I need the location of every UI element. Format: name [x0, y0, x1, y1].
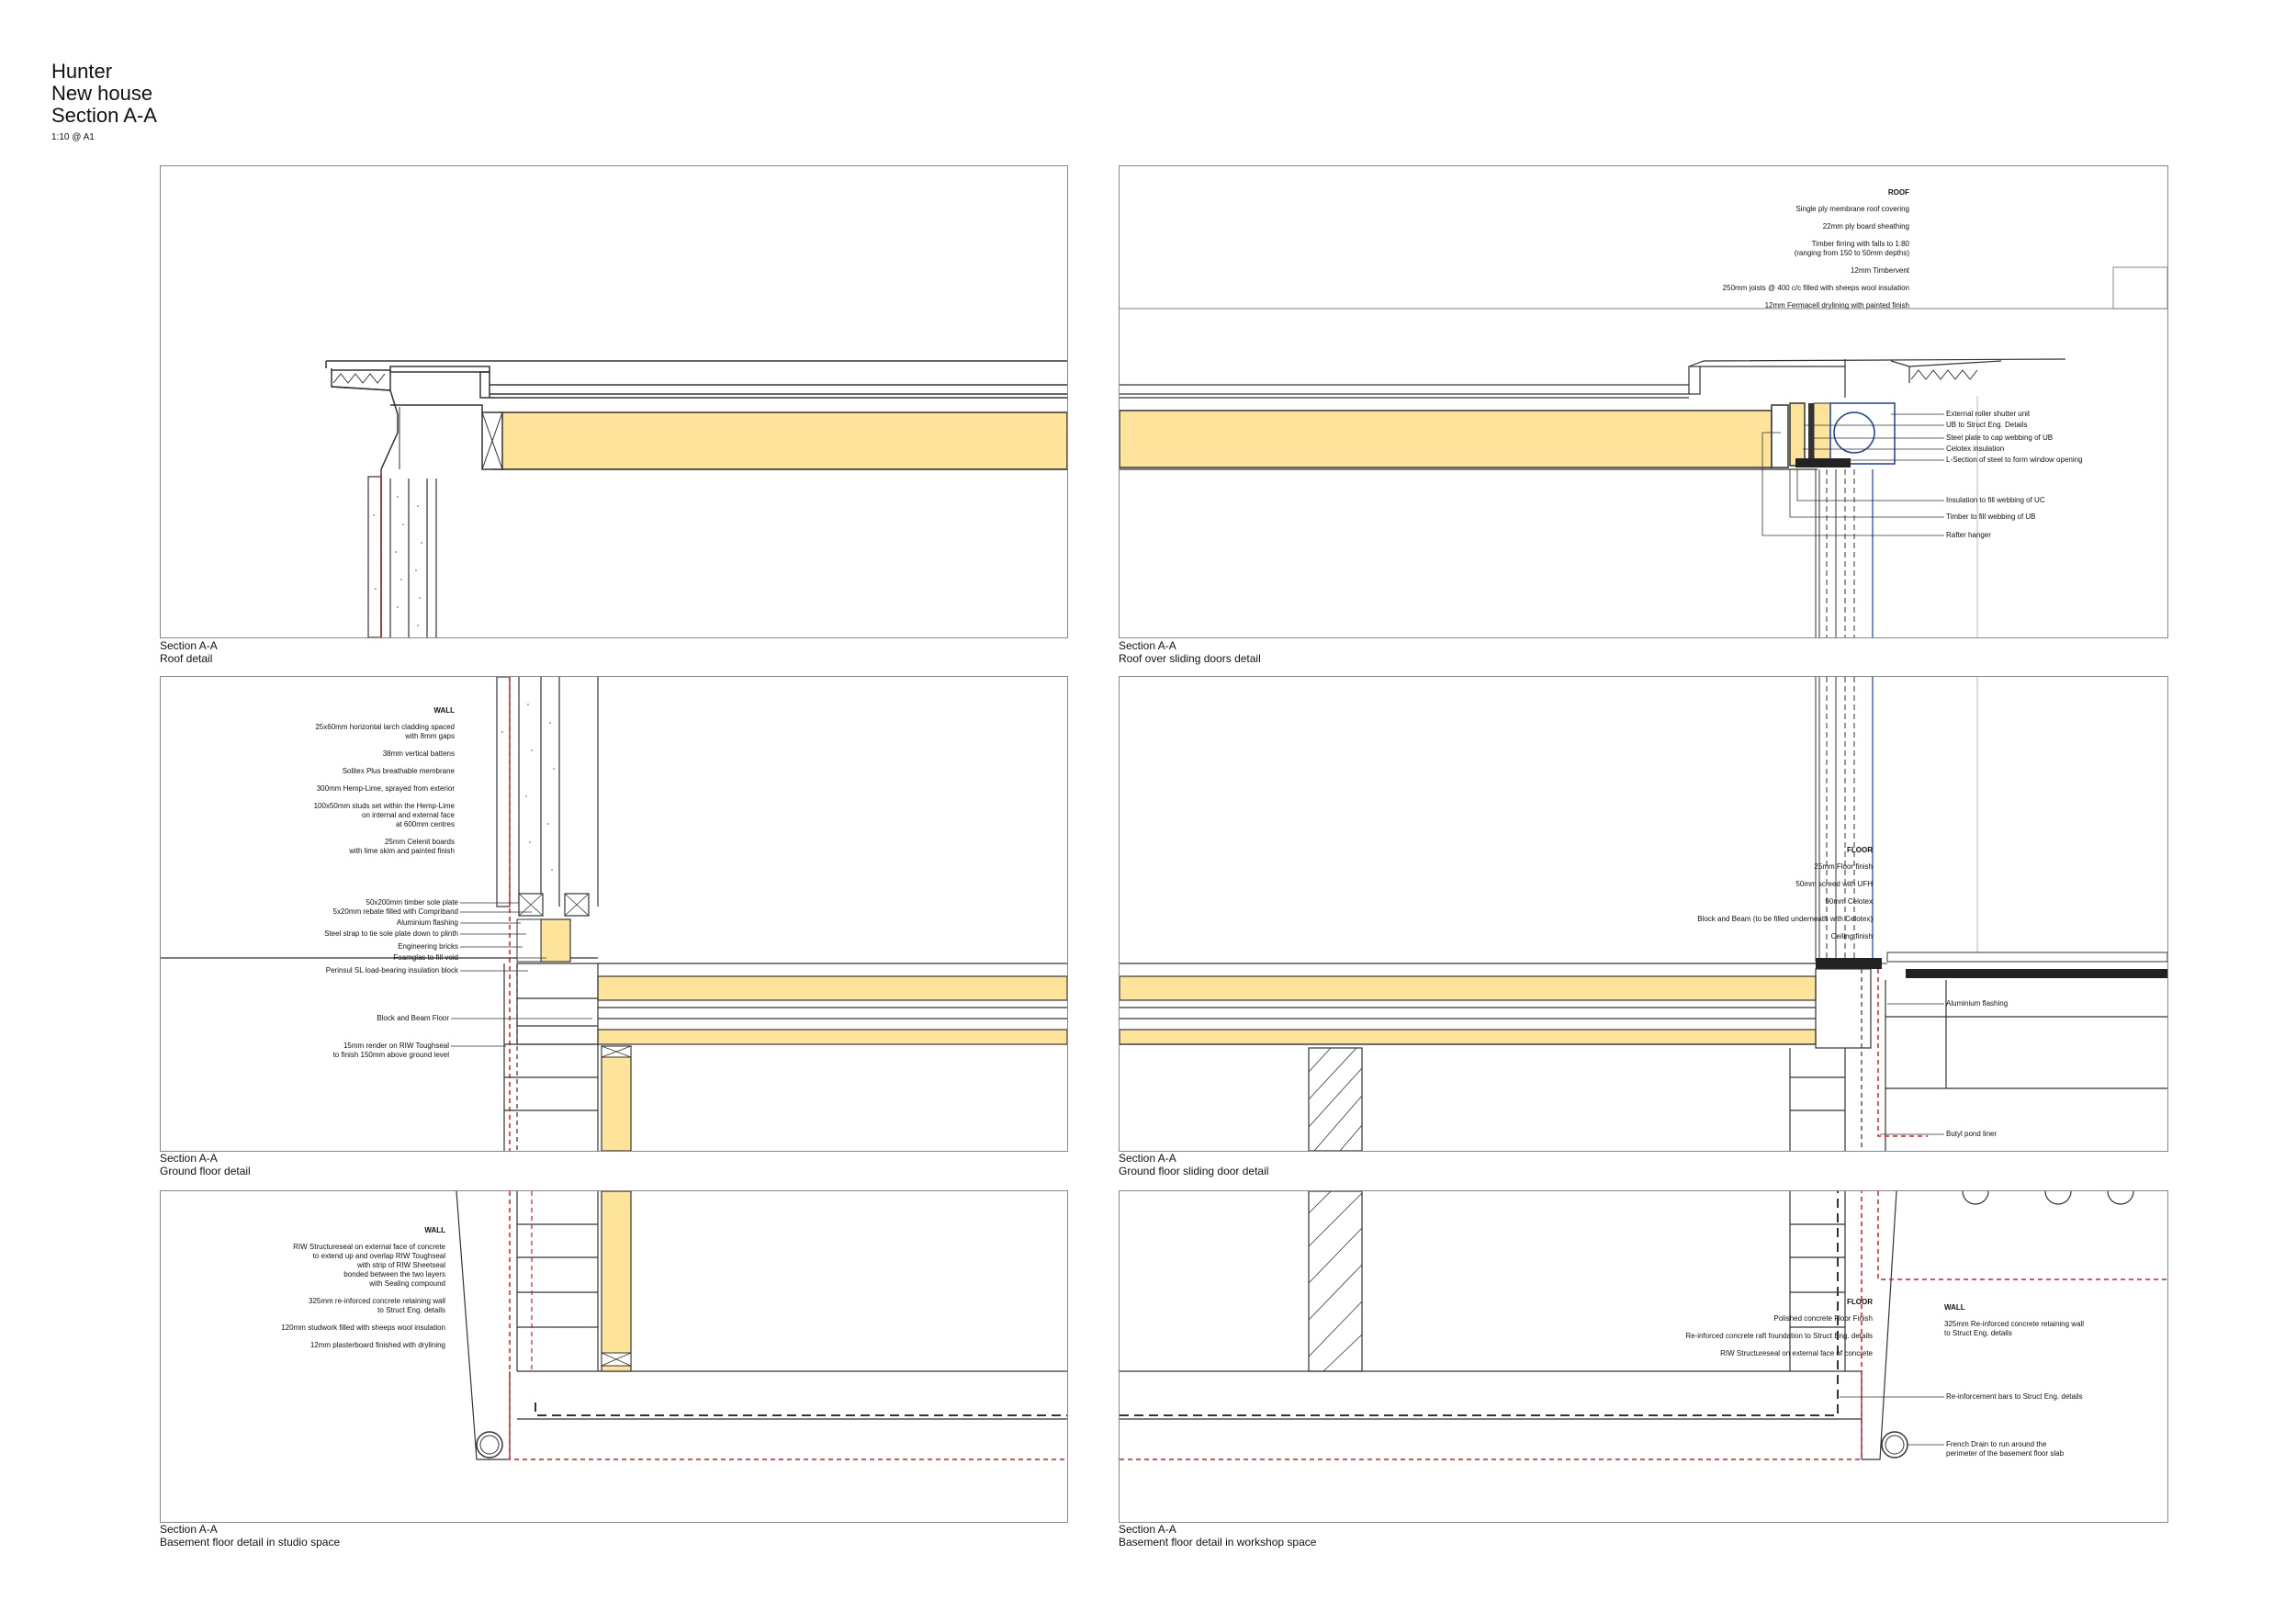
floor-notes-heading: FLOOR [1847, 846, 1873, 854]
wall-note-5: 100x50mm studs set within the Hemp-Lime … [313, 802, 455, 828]
workshop-wall-heading: WALL [1944, 1303, 1965, 1312]
roof-leader-8: Rafter hanger [1946, 531, 1991, 539]
caption-roof-doors: Section A-A Roof over sliding doors deta… [1119, 639, 1261, 665]
roof-leader-2: UB to Struct Eng. Details [1946, 421, 2028, 429]
roof-leader-5: L-Section of steel to form window openin… [1946, 456, 2083, 464]
caption-ground-floor-line1: Section A-A [160, 1152, 218, 1165]
caption-ground-floor: Section A-A Ground floor detail [160, 1152, 251, 1177]
panel-roof-doors-detail: ROOF Single ply membrane roof covering 2… [1119, 165, 2168, 638]
roof-note-5: 250mm joists @ 400 c/c filled with sheep… [1722, 284, 1909, 292]
ground-leader-8: Block and Beam Floor [377, 1014, 449, 1022]
caption-basement-workshop: Section A-A Basement floor detail in wor… [1119, 1523, 1316, 1549]
roof-leader-3: Steel plate to cap webbing of UB [1946, 434, 2054, 442]
workshop-note-3: RIW Structureseal on external face of co… [1720, 1349, 1873, 1357]
roof-note-1: Single ply membrane roof covering [1795, 205, 1909, 213]
caption-basement-studio-line2: Basement floor detail in studio space [160, 1536, 341, 1549]
caption-basement-workshop-line2: Basement floor detail in workshop space [1119, 1536, 1317, 1549]
ground-leader-4: Steel strap to tie sole plate down to pl… [324, 929, 458, 938]
panel-roof-detail [160, 165, 1068, 638]
workshop-notes-heading: FLOOR [1847, 1298, 1873, 1306]
panel-ground-door-detail: FLOOR 25mm Floor finish 50mm screed with… [1119, 676, 2168, 1152]
caption-basement-studio-line1: Section A-A [160, 1523, 218, 1536]
ground-floor-drawing [161, 677, 1067, 1151]
roof-detail-drawing [325, 360, 1067, 637]
workshop-floor-notes: FLOOR Polished concrete Floor Finish Re-… [1413, 1298, 1873, 1367]
ground-leader-5: Engineering bricks [398, 942, 458, 951]
title-line-2: New house [51, 82, 153, 105]
caption-roof-detail-line1: Section A-A [160, 639, 218, 652]
roof-leader-1: External roller shutter unit [1946, 410, 2031, 418]
basement-studio-drawing [456, 1191, 1067, 1460]
roof-note-4: 12mm Timbervent [1850, 266, 1909, 275]
roof-note-3: Timber firring with falls to 1:80 (rangi… [1794, 240, 1909, 257]
title-line-1: Hunter [51, 60, 113, 83]
workshop-wall-note: 325mm Re-inforced concrete retaining wal… [1944, 1320, 2085, 1337]
wall-note-6: 25mm Celenit boards with lime skim and p… [349, 838, 455, 855]
caption-roof-detail: Section A-A Roof detail [160, 639, 218, 665]
basement-workshop-drawing [1120, 1191, 2167, 1460]
door-leader-2: Butyl pond liner [1946, 1130, 1998, 1138]
studio-notes: WALL RIW Structureseal on external face … [216, 1226, 445, 1358]
floor-note-3: 90mm Celotex [1825, 897, 1873, 906]
caption-roof-detail-line2: Roof detail [160, 652, 213, 665]
roof-doors-drawing [1120, 266, 2167, 637]
studio-notes-heading: WALL [424, 1226, 445, 1234]
roof-notes-heading: ROOF [1887, 188, 1909, 197]
door-leader-1: Aluminium flashing [1946, 999, 2009, 1008]
roof-leader-4: Celotex insulation [1946, 445, 2005, 453]
ground-leader-9: 15mm render on RIW Toughseal to finish 1… [332, 1042, 449, 1059]
panel-ground-floor-detail: WALL 25x60mm horizontal larch cladding s… [160, 676, 1068, 1152]
caption-basement-studio: Section A-A Basement floor detail in stu… [160, 1523, 340, 1549]
floor-note-2: 50mm screed with UFH [1795, 880, 1873, 888]
scale-label: 1:10 @ A1 [51, 132, 95, 142]
caption-ground-door: Section A-A Ground floor sliding door de… [1119, 1152, 1268, 1177]
wall-notes-heading: WALL [433, 706, 455, 715]
workshop-leader-2: French Drain to run around the perimeter… [1946, 1440, 2065, 1458]
caption-basement-workshop-line1: Section A-A [1119, 1523, 1176, 1536]
roof-note-6: 12mm Fermacell drylining with painted fi… [1764, 301, 1909, 310]
panel-basement-workshop: FLOOR Polished concrete Floor Finish Re-… [1119, 1190, 2168, 1523]
floor-note-1: 25mm Floor finish [1814, 862, 1873, 871]
panel-basement-studio: WALL RIW Structureseal on external face … [160, 1190, 1068, 1523]
wall-note-2: 38mm vertical battens [382, 749, 455, 758]
studio-note-3: 120mm studwork filled with sheeps wool i… [281, 1324, 445, 1332]
roof-note-2: 22mm ply board sheathing [1822, 222, 1909, 231]
wall-notes: WALL 25x60mm horizontal larch cladding s… [271, 706, 455, 864]
studio-note-4: 12mm plasterboard finished with drylinin… [310, 1341, 445, 1349]
studio-note-2: 325mm re-inforced concrete retaining wal… [309, 1297, 445, 1314]
wall-note-3: Solitex Plus breathable membrane [342, 767, 455, 775]
workshop-leader-1: Re-inforcement bars to Struct Eng. detai… [1946, 1392, 2083, 1401]
caption-ground-door-line2: Ground floor sliding door detail [1119, 1165, 1269, 1177]
studio-note-1: RIW Structureseal on external face of co… [293, 1243, 445, 1288]
ground-door-drawing [1120, 677, 2167, 1151]
caption-roof-doors-line1: Section A-A [1119, 639, 1176, 652]
workshop-note-1: Polished concrete Floor Finish [1773, 1314, 1873, 1323]
floor-note-4: Block and Beam (to be filled underneath … [1697, 915, 1873, 923]
floor-notes: FLOOR 25mm Floor finish 50mm screed with… [1505, 846, 1873, 950]
floor-note-5: Ceiling finish [1830, 932, 1873, 941]
workshop-note-2: Re-inforced concrete raft foundation to … [1685, 1332, 1873, 1340]
wall-note-4: 300mm Hemp-Lime, sprayed from exterior [316, 784, 455, 793]
ground-leader-2: 5x20mm rebate filled with Compriband [332, 907, 458, 916]
ground-leader-3: Aluminium flashing [396, 918, 458, 927]
roof-leader-6: Insulation to fill webbing of UC [1946, 496, 2045, 504]
ground-leader-7: Perinsul SL load-bearing insulation bloc… [325, 966, 458, 974]
ground-leader-1: 50x200mm timber sole plate [366, 898, 459, 907]
caption-ground-floor-line2: Ground floor detail [160, 1165, 251, 1177]
roof-notes: ROOF Single ply membrane roof covering 2… [1579, 188, 1909, 319]
caption-roof-doors-line2: Roof over sliding doors detail [1119, 652, 1261, 665]
title-block: Hunter New house Section A-A 1:10 @ A1 [51, 60, 157, 143]
workshop-wall-notes: WALL 325mm Re-inforced concrete retainin… [1944, 1303, 2146, 1346]
roof-leader-7: Timber to fill webbing of UB [1946, 513, 2036, 521]
title-line-3: Section A-A [51, 104, 157, 127]
wall-note-1: 25x60mm horizontal larch cladding spaced… [315, 723, 455, 740]
caption-ground-door-line1: Section A-A [1119, 1152, 1176, 1165]
ground-leader-6: Foamglas to fill void [393, 953, 458, 962]
